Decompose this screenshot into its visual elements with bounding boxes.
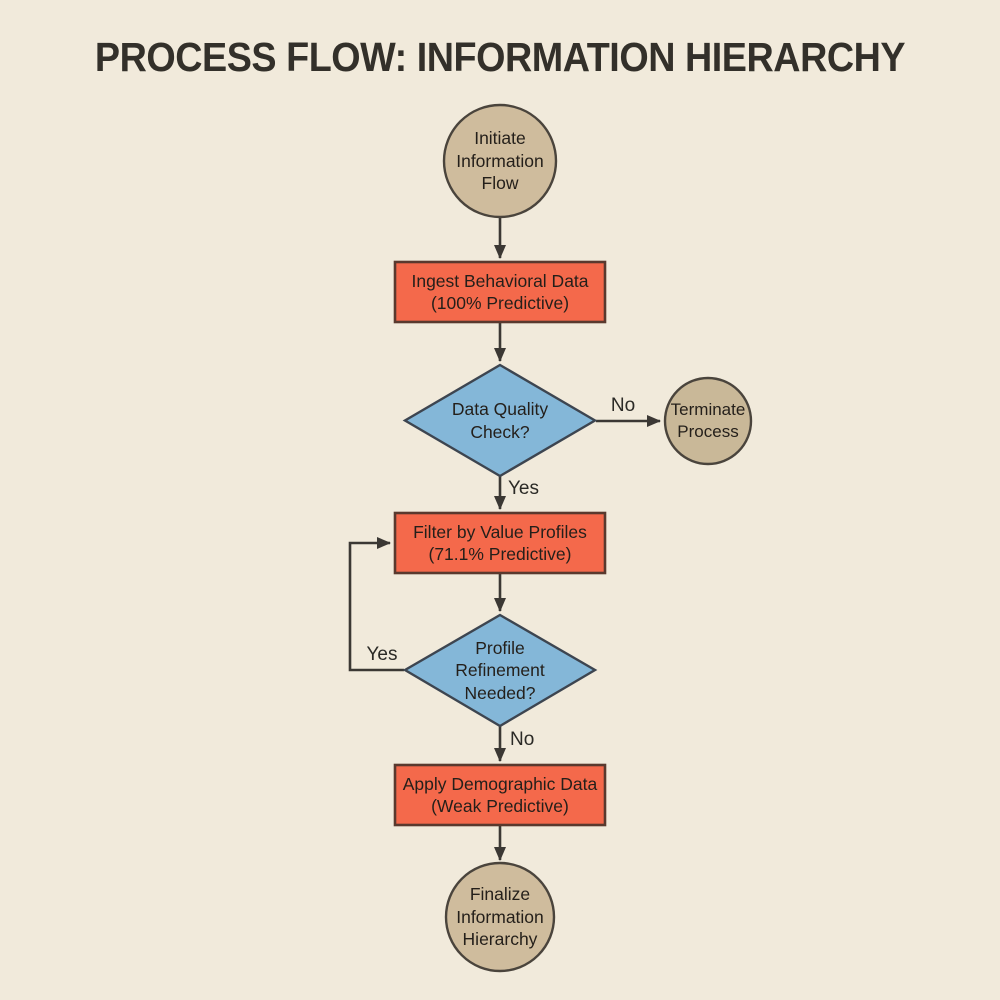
filter-node-label: Filter by Value Profiles (71.1% Predicti… [413,521,587,564]
demographic-node-label: Apply Demographic Data (Weak Predictive) [402,773,598,816]
edge-label-refinement-yes: Yes [366,644,398,665]
refinement-node-shape [402,613,598,728]
start-node-label: Initiate Information Flow [456,128,544,194]
start-node-shape [442,103,558,219]
refinement-node-label: Profile Refinement Needed? [455,637,545,703]
terminate-node-shape [663,376,753,466]
page-title: PROCESS FLOW: INFORMATION HIERARCHY [94,34,906,80]
edge-label-refinement-no: No [510,729,535,750]
quality-check-node-shape [402,363,598,478]
edge-label-quality-yes: Yes [508,478,539,499]
demographic-node-shape [393,763,607,827]
ingest-node-label: Ingest Behavioral Data (100% Predictive) [411,270,589,313]
ingest-node-shape [393,260,607,324]
filter-node-shape [393,511,607,575]
edge-label-quality-no: No [610,395,636,416]
quality-check-node-label: Data Quality Check? [451,399,549,442]
end-node-shape [444,861,556,973]
end-node-label: Finalize Information Hierarchy [456,884,544,950]
edge-refinement-yes-loop [348,537,404,672]
edges [348,216,661,861]
terminate-node-label: Terminate Process [670,400,746,441]
